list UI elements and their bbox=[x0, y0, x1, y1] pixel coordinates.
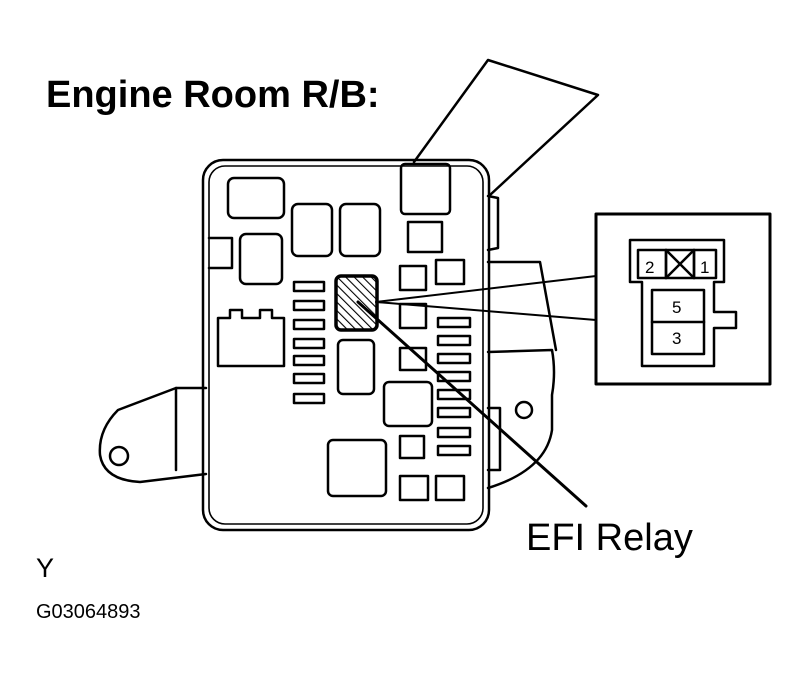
efi-relay-slot bbox=[334, 274, 379, 332]
relay-slot bbox=[336, 338, 376, 396]
pin-label-3: 3 bbox=[672, 329, 681, 348]
fuse-slot bbox=[398, 474, 430, 502]
mounting-bracket-top bbox=[412, 58, 600, 197]
fuse-slot bbox=[436, 444, 472, 457]
relay-slot bbox=[399, 162, 452, 216]
fuse-slot bbox=[436, 426, 472, 439]
relay-block-housing-inner bbox=[208, 165, 484, 525]
pin-cavity bbox=[692, 248, 718, 280]
fuse-slot bbox=[292, 392, 326, 405]
housing-notch bbox=[207, 236, 234, 270]
pin-label-1: 1 bbox=[700, 258, 709, 277]
fuse-slot bbox=[436, 352, 472, 365]
fuse-slot bbox=[292, 354, 326, 367]
bracket-rib bbox=[486, 406, 502, 472]
bolt-hole-left bbox=[108, 445, 130, 467]
relay-slot bbox=[290, 202, 334, 258]
fuse-slot bbox=[434, 258, 466, 286]
relay-slot bbox=[238, 232, 284, 286]
fuse-slot bbox=[398, 346, 428, 372]
efi-relay-label: EFI Relay bbox=[526, 517, 693, 559]
leader-line-efi bbox=[356, 300, 588, 508]
bracket-hinge bbox=[486, 260, 558, 352]
fuse-slot bbox=[436, 316, 472, 329]
callout-line-upper bbox=[375, 275, 597, 303]
figure-code: G03064893 bbox=[36, 601, 141, 623]
fuse-slot bbox=[398, 302, 428, 330]
relay-slot bbox=[338, 202, 382, 258]
mounting-bracket-right bbox=[486, 348, 556, 490]
fuse-slot bbox=[292, 299, 326, 312]
relay-slot bbox=[226, 176, 286, 220]
callout-line-lower bbox=[375, 301, 597, 321]
mounting-flange-left bbox=[98, 386, 208, 484]
fuse-slot bbox=[292, 372, 326, 385]
fuse-slot bbox=[292, 337, 326, 350]
footer-letter: Y bbox=[36, 553, 54, 583]
pin-label-2: 2 bbox=[645, 258, 654, 277]
fuse-slot bbox=[292, 280, 326, 293]
relay-slot bbox=[406, 220, 444, 254]
fuse-slot bbox=[436, 370, 472, 383]
fuse-slot bbox=[436, 388, 472, 401]
fuse-slot bbox=[434, 474, 466, 502]
connector-outline bbox=[628, 238, 738, 368]
housing-side-tab bbox=[486, 194, 500, 252]
connector-detail-box bbox=[594, 212, 772, 386]
fuse-slot bbox=[436, 334, 472, 347]
relay-slot bbox=[398, 434, 426, 460]
relay-slot bbox=[382, 380, 434, 428]
connector-slot-left bbox=[216, 308, 286, 368]
pin-label-5: 5 bbox=[672, 298, 681, 317]
fuse-slot bbox=[292, 318, 326, 331]
bolt-hole-right bbox=[514, 400, 534, 420]
fuse-slot bbox=[436, 406, 472, 419]
blank-pin-cross bbox=[664, 248, 696, 280]
relay-slot bbox=[326, 438, 388, 498]
fuse-slot bbox=[398, 264, 428, 292]
diagram-title: Engine Room R/B: bbox=[46, 74, 380, 116]
relay-block-housing bbox=[201, 158, 491, 532]
